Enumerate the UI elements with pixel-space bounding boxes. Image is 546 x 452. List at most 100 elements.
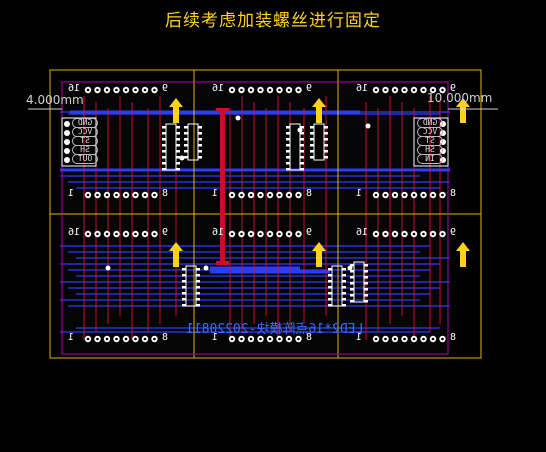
via — [365, 123, 371, 129]
up-arrow-icon — [456, 242, 470, 267]
ic-pad — [184, 132, 188, 135]
connector-pad — [440, 148, 446, 154]
pin-number-label: 1 — [212, 188, 219, 199]
ic-pad — [310, 156, 314, 159]
header-pin-hole — [115, 232, 118, 236]
header-pin-hole — [134, 337, 137, 341]
power-pad-bottom — [216, 261, 229, 265]
connector-pad — [440, 139, 446, 145]
ic-pad — [196, 268, 200, 271]
header-pin-hole — [412, 88, 416, 92]
ic-pad — [176, 132, 180, 135]
pin-end-label: 8 — [450, 188, 457, 199]
header-pin-hole — [297, 232, 300, 236]
ic-pad — [364, 276, 368, 279]
ic-pad — [286, 144, 290, 147]
connector-pad — [440, 130, 446, 136]
ic-pad — [286, 132, 290, 135]
ic-pad — [286, 162, 290, 165]
ic-pad — [364, 270, 368, 273]
header-pin-hole — [105, 337, 109, 341]
pin-number-label: 16 — [356, 83, 369, 94]
header-pin-hole — [259, 232, 262, 236]
header-pin-hole — [431, 232, 435, 236]
ic-pad — [162, 150, 166, 153]
header-pin-hole — [393, 232, 397, 236]
pin-end-label: 8 — [306, 188, 313, 199]
pin-end-label: 9 — [450, 83, 457, 94]
header-pin-hole — [374, 232, 378, 236]
ic-pad — [196, 304, 200, 307]
pin-end-label: 8 — [450, 332, 457, 343]
connector-pad — [440, 121, 446, 127]
ic-chip — [165, 123, 177, 171]
header-pin-hole — [96, 337, 99, 341]
header-pin-hole — [297, 88, 300, 92]
pin-end-label: 9 — [162, 83, 169, 94]
ic-pad — [310, 150, 314, 153]
header-pin-hole — [105, 88, 109, 92]
ic-pad — [324, 150, 328, 153]
ic-pad — [162, 132, 166, 135]
ic-pad — [328, 268, 332, 271]
header-pin-hole — [115, 337, 118, 341]
connector-left[interactable] — [61, 117, 97, 167]
ic-pad — [286, 150, 290, 153]
keepout-outline — [61, 81, 449, 355]
ic-pad — [328, 298, 332, 301]
header-pin-hole — [384, 193, 387, 197]
dimension-left: 4.000mm — [26, 93, 84, 107]
ic-pad — [364, 294, 368, 297]
connector-pad — [64, 157, 70, 163]
header-pin-hole — [134, 88, 137, 92]
ic-pad — [198, 144, 202, 147]
ic-pad — [162, 126, 166, 129]
pin-number-label: 16 — [68, 83, 81, 94]
mount-arrows — [169, 98, 470, 267]
header-pin-hole — [393, 88, 397, 92]
header-pin-hole — [393, 337, 397, 341]
header-pin-hole — [153, 232, 156, 236]
via — [105, 265, 111, 271]
header-pin-hole — [287, 88, 291, 92]
ic-pad — [196, 274, 200, 277]
header-pin-hole — [240, 232, 243, 236]
header-pin-hole — [441, 337, 444, 341]
header-pin-hole — [240, 193, 243, 197]
ic-pad — [198, 156, 202, 159]
header-pin-hole — [268, 232, 272, 236]
ic-pad — [196, 292, 200, 295]
pin-end-label: 8 — [306, 332, 313, 343]
connector-right[interactable] — [413, 117, 449, 167]
up-arrow-icon — [169, 242, 183, 267]
pin-end-label: 8 — [162, 332, 169, 343]
ic-pad — [184, 156, 188, 159]
up-arrow-icon — [169, 98, 183, 123]
pin-number-label: 16 — [212, 227, 225, 238]
header-pin-hole — [153, 193, 156, 197]
header-pin-hole — [96, 232, 99, 236]
ic-pad — [198, 132, 202, 135]
ic-pad — [196, 280, 200, 283]
header-pin-hole — [249, 193, 253, 197]
ic-pad — [300, 162, 304, 165]
ic-pad — [350, 294, 354, 297]
header-pin-hole — [86, 88, 90, 92]
ic-pad — [324, 156, 328, 159]
ic-pad — [350, 264, 354, 267]
header-pin-hole — [393, 193, 397, 197]
header-pin-hole — [403, 193, 406, 197]
ic-pad — [176, 156, 180, 159]
page-title: 后续考虑加装螺丝进行固定 — [165, 11, 381, 31]
header-pin-hole — [412, 232, 416, 236]
header-pin-hole — [287, 337, 291, 341]
header-pin-hole — [278, 88, 281, 92]
header-pin-hole — [297, 337, 300, 341]
ic-pad — [324, 132, 328, 135]
header-pin-hole — [259, 88, 262, 92]
ic-chip — [187, 123, 199, 161]
header-pin-hole — [124, 337, 128, 341]
ic-pad — [364, 300, 368, 303]
header-pin-hole — [403, 337, 406, 341]
